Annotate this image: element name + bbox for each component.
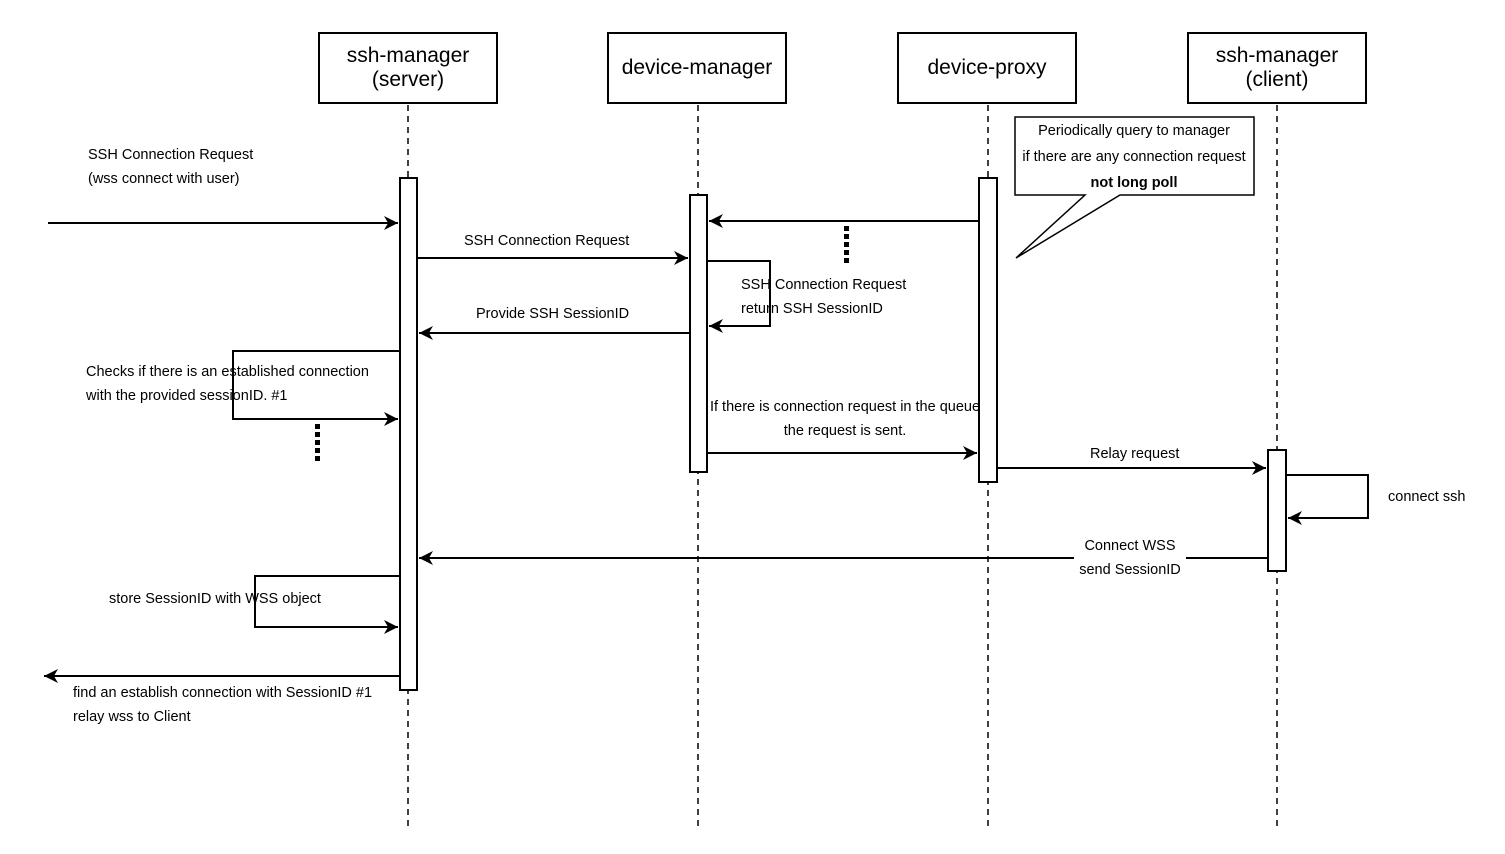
note-line-2: if there are any connection request xyxy=(1022,149,1246,165)
label-dm-to-proxy: If there is connection request in the qu… xyxy=(706,395,984,443)
arrow-server-self-check xyxy=(232,350,400,426)
note-periodic-query: Periodically query to manager if there a… xyxy=(1014,117,1254,195)
actor-label: device-manager xyxy=(621,56,773,79)
actor-label: device-proxy xyxy=(927,56,1047,79)
activation-device-manager xyxy=(689,194,708,473)
activation-device-proxy xyxy=(978,177,998,483)
label-line: find an establish connection with Sessio… xyxy=(73,685,373,701)
label-line: SSH Connection Request xyxy=(88,147,254,163)
label-line: return SSH SessionID xyxy=(741,301,883,317)
label-client-to-server: Connect WSS send SessionID xyxy=(1074,534,1186,582)
activation-client xyxy=(1267,449,1287,572)
continuation-dots-proxy xyxy=(844,226,849,263)
actor-label: ssh-manager (client) xyxy=(1215,44,1339,91)
label-line: (wss connect with user) xyxy=(88,171,240,187)
label-dm-self: SSH Connection Request return SSH Sessio… xyxy=(741,273,906,321)
note-line-1: Periodically query to manager xyxy=(1038,123,1230,139)
label-line: Checks if there is an established connec… xyxy=(86,364,369,380)
continuation-dots-server xyxy=(315,424,320,461)
label-line: Connect WSS xyxy=(1084,538,1176,554)
label-proxy-to-client: Relay request xyxy=(1090,446,1180,462)
actor-device-manager: device-manager xyxy=(607,32,787,104)
label-dm-to-server: Provide SSH SessionID xyxy=(476,306,630,322)
arrow-server-self-store xyxy=(254,575,400,634)
label-server-self-check: Checks if there is an established connec… xyxy=(86,360,369,408)
note-callout-shape xyxy=(1014,116,1255,259)
label-line: relay wss to Client xyxy=(73,709,191,725)
actor-ssh-manager-client: ssh-manager (client) xyxy=(1187,32,1367,104)
label-line: with the provided sessionID. #1 xyxy=(86,388,288,404)
actor-device-proxy: device-proxy xyxy=(897,32,1077,104)
label-incoming-request: SSH Connection Request (wss connect with… xyxy=(88,143,253,191)
label-line: the request is sent. xyxy=(783,423,907,439)
actor-label: ssh-manager (server) xyxy=(346,44,470,91)
label-client-self: connect ssh xyxy=(1388,489,1466,505)
arrow-client-self xyxy=(1286,474,1369,525)
label-line: send SessionID xyxy=(1079,562,1181,578)
actor-ssh-manager-server: ssh-manager (server) xyxy=(318,32,498,104)
arrow-dm-self xyxy=(707,260,771,333)
note-line-3: not long poll xyxy=(1090,175,1178,191)
label-line: If there is connection request in the qu… xyxy=(709,399,981,415)
label-outgoing: find an establish connection with Sessio… xyxy=(73,681,372,729)
label-server-to-dm: SSH Connection Request xyxy=(464,233,630,249)
label-line: SSH Connection Request xyxy=(741,277,907,293)
label-server-self-store: store SessionID with WSS object xyxy=(109,591,321,607)
activation-server xyxy=(399,177,418,691)
